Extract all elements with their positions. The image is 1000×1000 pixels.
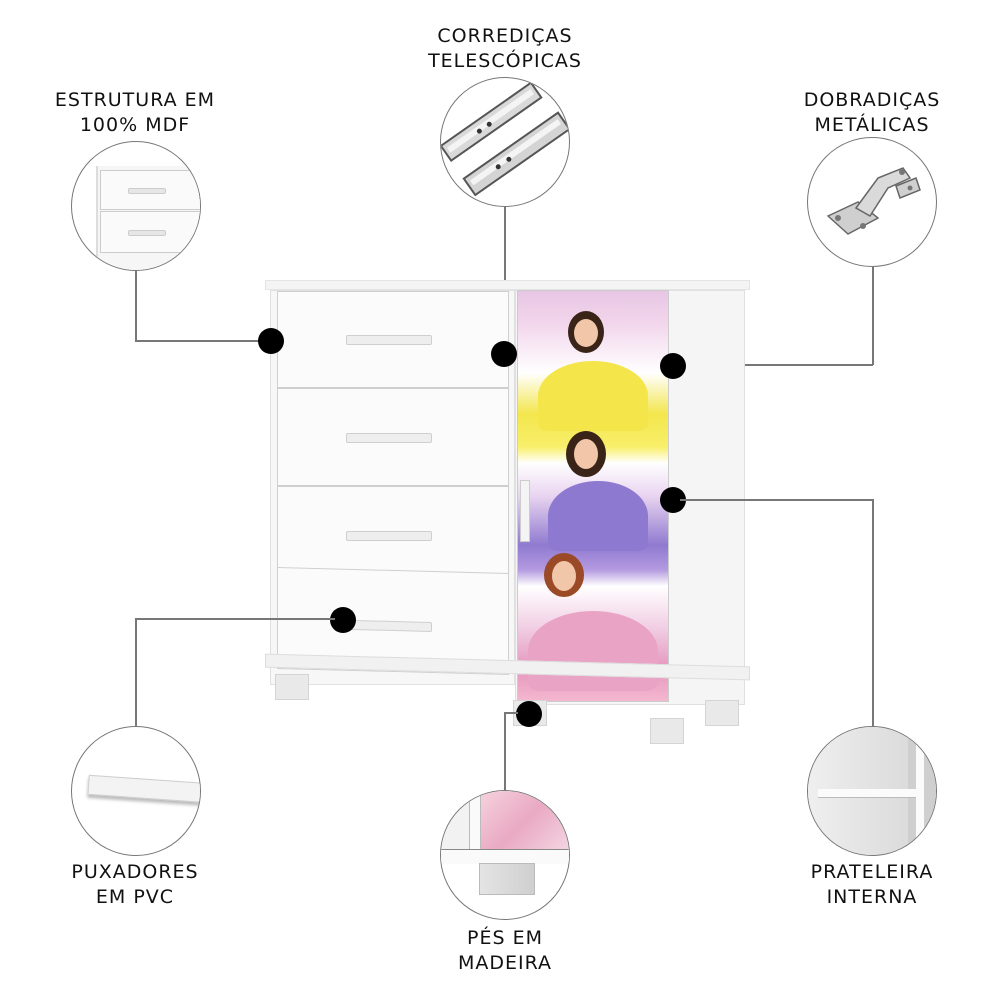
drawer-2 xyxy=(277,388,509,486)
internal-shelf-icon xyxy=(807,726,937,856)
hotspot-corredicas[interactable] xyxy=(491,341,517,367)
princess-door xyxy=(517,290,669,702)
hotspot-puxadores[interactable] xyxy=(330,607,356,633)
hotspot-dobradicas[interactable] xyxy=(660,353,686,379)
hotspot-estrutura[interactable] xyxy=(258,328,284,354)
metal-hinge-icon xyxy=(807,137,937,267)
label-line: DOBRADIÇAS xyxy=(803,89,941,111)
label-line: MADEIRA xyxy=(457,952,553,974)
dresser-foot xyxy=(275,674,309,700)
connector-line xyxy=(504,712,518,714)
label-line: ESTRUTURA EM xyxy=(54,89,216,111)
label-line: METÁLICAS xyxy=(814,114,930,136)
drawer-handle xyxy=(346,335,432,345)
pvc-handle-icon xyxy=(71,726,201,856)
princess-purple xyxy=(548,481,648,551)
feature-label-puxadores: PUXADORES EM PVC xyxy=(45,860,225,910)
connector-line xyxy=(680,499,873,501)
label-line: EM PVC xyxy=(95,886,175,908)
drawer-1 xyxy=(277,291,509,388)
feature-label-estrutura: ESTRUTURA EM 100% MDF xyxy=(45,88,225,138)
label-line: PÉS EM xyxy=(467,927,543,949)
drawer-handle xyxy=(346,433,432,443)
door-handle xyxy=(520,480,530,542)
wooden-foot-icon xyxy=(440,790,570,920)
label-line: TELESCÓPICAS xyxy=(428,50,582,72)
label-line: 100% MDF xyxy=(79,114,191,136)
princess-yellow xyxy=(538,361,648,431)
connector-line xyxy=(680,364,873,366)
telescopic-drawer-slides-icon xyxy=(440,77,570,207)
connector-line xyxy=(135,618,335,620)
princess-pink xyxy=(528,611,658,691)
feature-label-pes: PÉS EM MADEIRA xyxy=(415,926,595,976)
feature-label-dobradicas: DOBRADIÇAS METÁLICAS xyxy=(782,88,962,138)
feature-label-corredicas: CORREDIÇAS TELESCÓPICAS xyxy=(415,24,595,74)
dresser-foot xyxy=(650,718,684,744)
connector-line xyxy=(872,267,874,365)
connector-line xyxy=(504,712,506,790)
feature-label-prateleira: PRATELEIRA INTERNA xyxy=(782,860,962,910)
connector-line xyxy=(135,271,137,341)
dresser-foot xyxy=(705,700,739,726)
connector-line xyxy=(135,618,137,726)
dresser-drawers-detail-icon xyxy=(71,141,201,271)
connector-line xyxy=(872,499,874,726)
drawer-handle xyxy=(346,531,432,541)
hotspot-pes[interactable] xyxy=(516,701,542,727)
drawer-handle xyxy=(346,619,432,633)
connector-line xyxy=(135,340,270,342)
label-line: PRATELEIRA xyxy=(810,861,934,883)
label-line: PUXADORES xyxy=(71,861,199,883)
label-line: INTERNA xyxy=(826,886,918,908)
dresser-top xyxy=(265,280,750,290)
label-line: CORREDIÇAS xyxy=(437,25,573,47)
